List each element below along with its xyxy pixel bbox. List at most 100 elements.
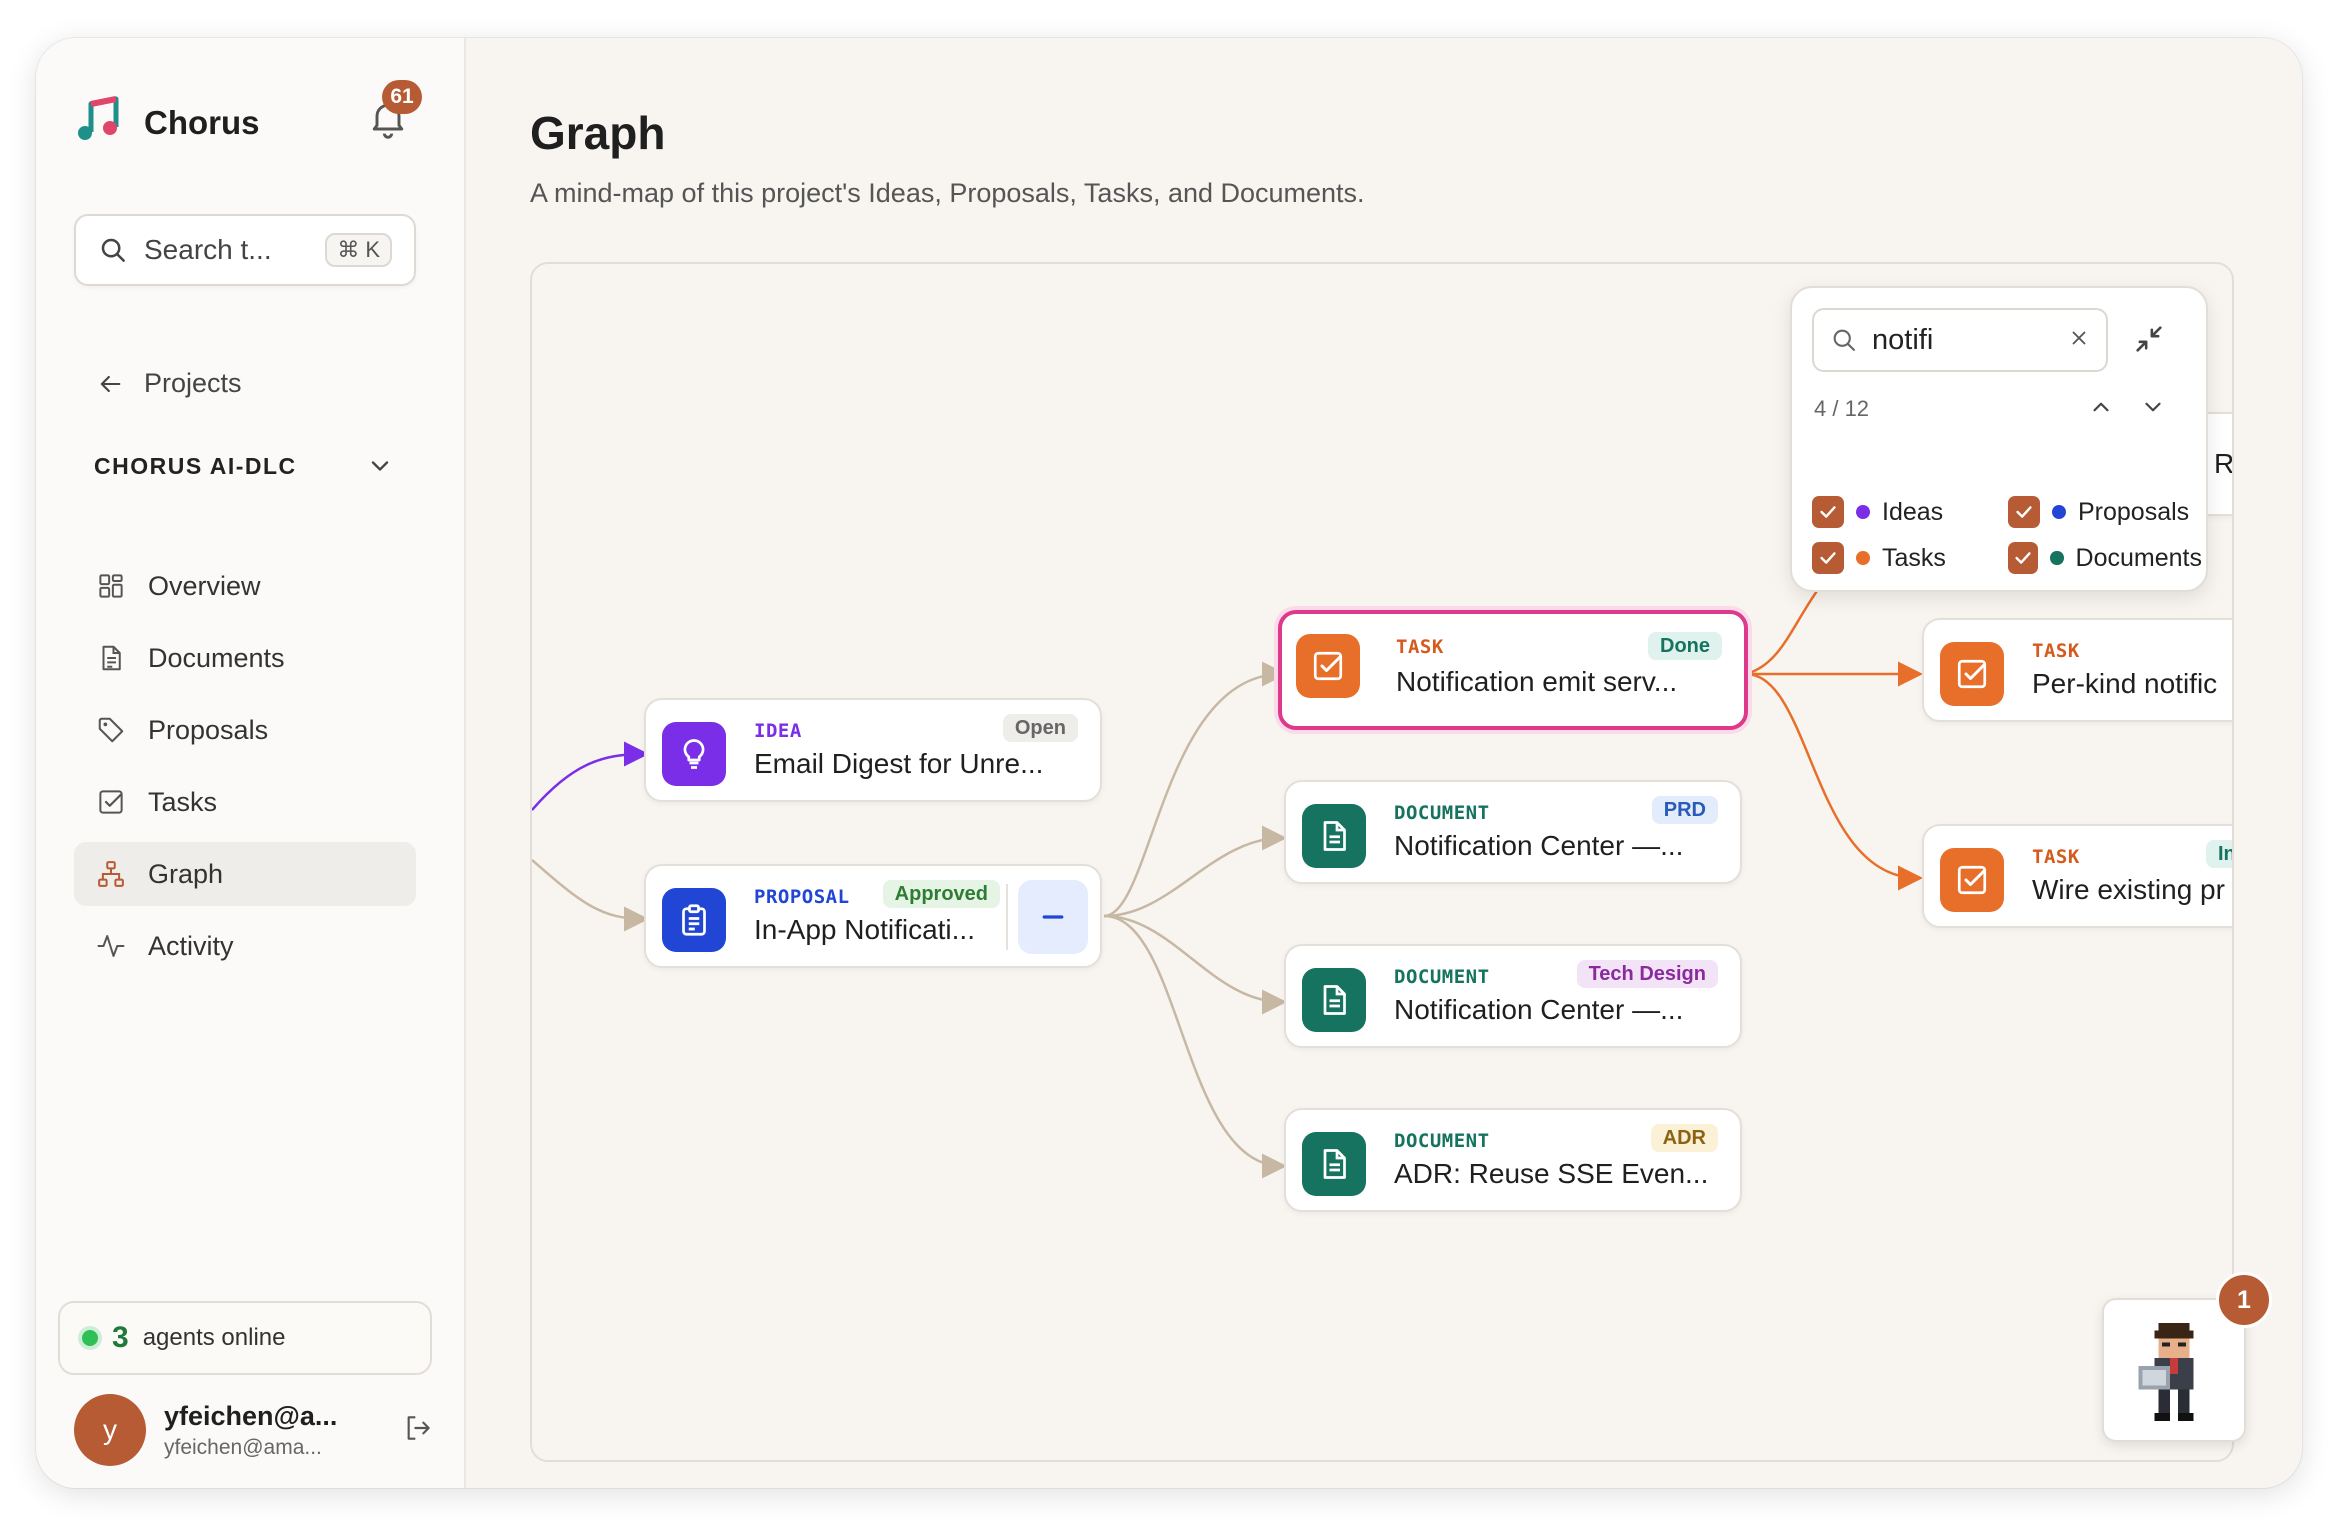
sidebar-item-tasks[interactable]: Tasks [74,770,416,834]
filter-documents[interactable]: Documents [2008,542,2202,574]
sidebar-item-proposals[interactable]: Proposals [74,698,416,762]
filter-label: Ideas [1882,497,1944,526]
back-to-projects-link[interactable]: Projects [96,368,242,399]
minus-icon [1042,915,1064,919]
filter-proposals[interactable]: Proposals [2008,496,2202,528]
filter-label: Proposals [2078,497,2190,526]
sidebar-search[interactable]: Search t... ⌘ K [74,214,416,286]
task-check-icon [1940,642,2004,706]
node-kind: TASK [2032,640,2080,662]
edge-proposal-doc-design [1103,914,1287,1015]
online-dot-icon [82,1330,98,1346]
user-email: yfeichen@ama... [164,1435,322,1459]
sidebar-item-documents[interactable]: Documents [74,626,416,690]
agent-avatar-widget[interactable] [2102,1298,2246,1442]
page-title: Graph [530,107,666,159]
document-icon [1302,804,1366,868]
avatar[interactable]: y [74,1394,146,1466]
search-icon [101,238,125,262]
music-note-icon [74,94,126,151]
collapse-node-button[interactable] [1018,880,1088,954]
user-info: yfeichen@a... yfeichen@ama... [164,1401,384,1460]
graph-node-document-adr[interactable]: DOCUMENT ADR: Reuse SSE Even... ADR [1284,1108,1742,1212]
node-title: Notification emit serv... [1396,666,1678,697]
doc-type-badge: PRD [1651,796,1718,824]
sidebar-nav: Overview Documents Proposals [74,554,416,986]
node-title: Per-kind notific [2032,668,2218,699]
sidebar-item-activity[interactable]: Activity [74,914,416,978]
minimize-icon [2136,326,2162,352]
graph-node-idea[interactable]: IDEA Email Digest for Unre... Open [644,698,1102,802]
edge-task-task-wire [1745,672,1923,891]
checkbox-checked-icon[interactable] [1812,496,1844,528]
filter-label: Tasks [1882,543,1946,572]
close-icon [2072,331,2086,344]
sidebar: Chorus 61 Search t... ⌘ K Projects [36,38,466,1488]
clipboard-icon [662,888,726,952]
node-kind: PROPOSAL [754,886,850,908]
node-kind: IDEA [754,720,802,742]
filter-tasks[interactable]: Tasks [1812,542,2008,574]
brand[interactable]: Chorus [74,94,260,151]
sidebar-item-label: Documents [148,642,285,673]
status-badge: Done [1648,632,1722,660]
sidebar-item-label: Activity [148,930,234,961]
chevron-down-icon [2145,402,2161,412]
user-name: yfeichen@a... [164,1400,338,1431]
node-kind: TASK [1396,636,1444,658]
sidebar-item-label: Tasks [148,786,218,817]
notification-count-badge: 61 [382,80,422,114]
legend-dot-icon [1856,551,1870,565]
document-icon [1302,968,1366,1032]
graph-edges [532,583,1923,1179]
match-counter: 4 / 12 [1814,396,1870,421]
doc-type-badge: Tech Design [1576,960,1718,988]
sidebar-item-label: Proposals [148,714,269,745]
logout-button[interactable] [402,1412,434,1449]
command-key-icon: ⌘ [337,237,360,262]
shortcut-key: K [365,237,380,262]
project-name: CHORUS AI-DLC [94,452,297,479]
chevron-down-icon [371,461,389,471]
match-navigation [2088,394,2166,425]
page-subtitle: A mind-map of this project's Ideas, Prop… [530,178,1365,208]
node-title: Notification Center —... [1394,830,1684,861]
graph-node-document-tech-design[interactable]: DOCUMENT Notification Center —... Tech D… [1284,944,1742,1048]
clear-search-button[interactable] [2068,327,2090,354]
document-icon [102,645,121,671]
checkbox-checked-icon[interactable] [1812,542,1844,574]
shortcut-hint: ⌘ K [325,233,392,267]
app-window: Chorus 61 Search t... ⌘ K Projects [36,38,2302,1488]
user-profile: y yfeichen@a... yfeichen@ama... [74,1392,434,1468]
graph-node-task-selected[interactable]: TASK Notification emit serv... Done [1278,610,1748,730]
agents-count: 3 [112,1321,129,1354]
next-match-button[interactable] [2140,394,2166,425]
project-selector[interactable]: CHORUS AI-DLC [94,452,394,480]
graph-search-input[interactable]: notifi [1872,323,1934,356]
graph-node-proposal[interactable]: PROPOSAL In-App Notificati... Approved [644,864,1102,968]
graph-node-task-per-kind[interactable]: TASK Per-kind notific [1922,618,2232,722]
graph-canvas[interactable]: RE IDEA Email Digest for Unre... Open PR… [530,262,2234,1462]
filter-label: Documents [2075,543,2202,572]
search-input[interactable]: Search t... [144,234,272,265]
sidebar-item-graph[interactable]: Graph [74,842,416,906]
agents-online-status[interactable]: 3 agents online [58,1301,432,1375]
legend-dot-icon [2052,505,2066,519]
graph-node-document-prd[interactable]: DOCUMENT Notification Center —... PRD [1284,780,1742,884]
checkbox-checked-icon[interactable] [2008,496,2040,528]
edge-into-proposal [532,859,649,932]
node-title: Email Digest for Unre... [754,748,1044,779]
collapse-panel-button[interactable] [2132,322,2166,361]
logout-icon [407,1415,430,1440]
graph-search-field[interactable]: notifi [1812,308,2108,372]
checkbox-checked-icon[interactable] [2008,542,2039,574]
sidebar-item-overview[interactable]: Overview [74,554,416,618]
task-check-icon [1296,634,1360,698]
pixel-agent-icon [2138,1322,2194,1422]
node-title: ADR: Reuse SSE Even... [1394,1158,1709,1189]
type-filters: Ideas Proposals Tasks Documents [1812,496,2202,574]
filter-ideas[interactable]: Ideas [1812,496,2008,528]
task-check-icon [1940,848,2004,912]
previous-match-button[interactable] [2088,394,2114,425]
graph-node-task-wire-existing[interactable]: TASK Wire existing pr In [1922,824,2232,928]
